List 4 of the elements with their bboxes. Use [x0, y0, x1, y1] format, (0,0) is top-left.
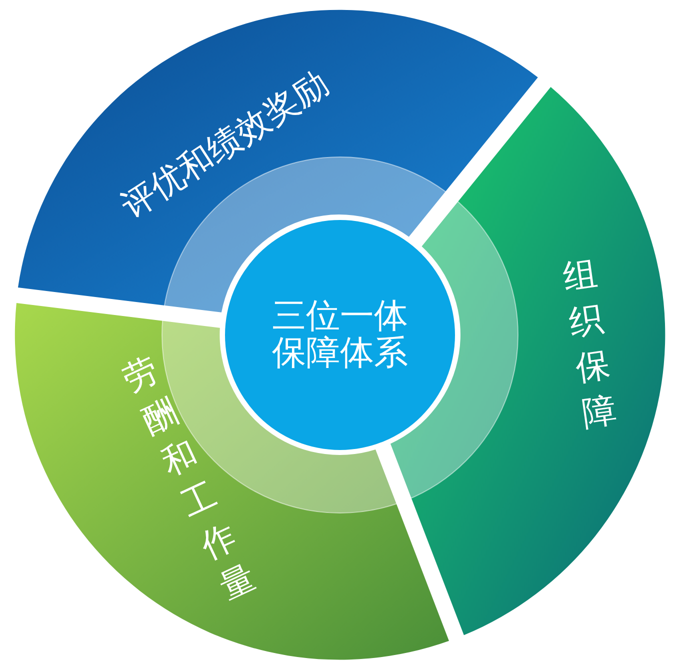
segment-label: 评优和绩效奖励	[115, 64, 335, 226]
segment-label: 组织保障	[560, 252, 620, 436]
center-title: 三位一体保障体系	[271, 298, 409, 372]
segment-label: 劳酬和工作量	[116, 349, 263, 611]
